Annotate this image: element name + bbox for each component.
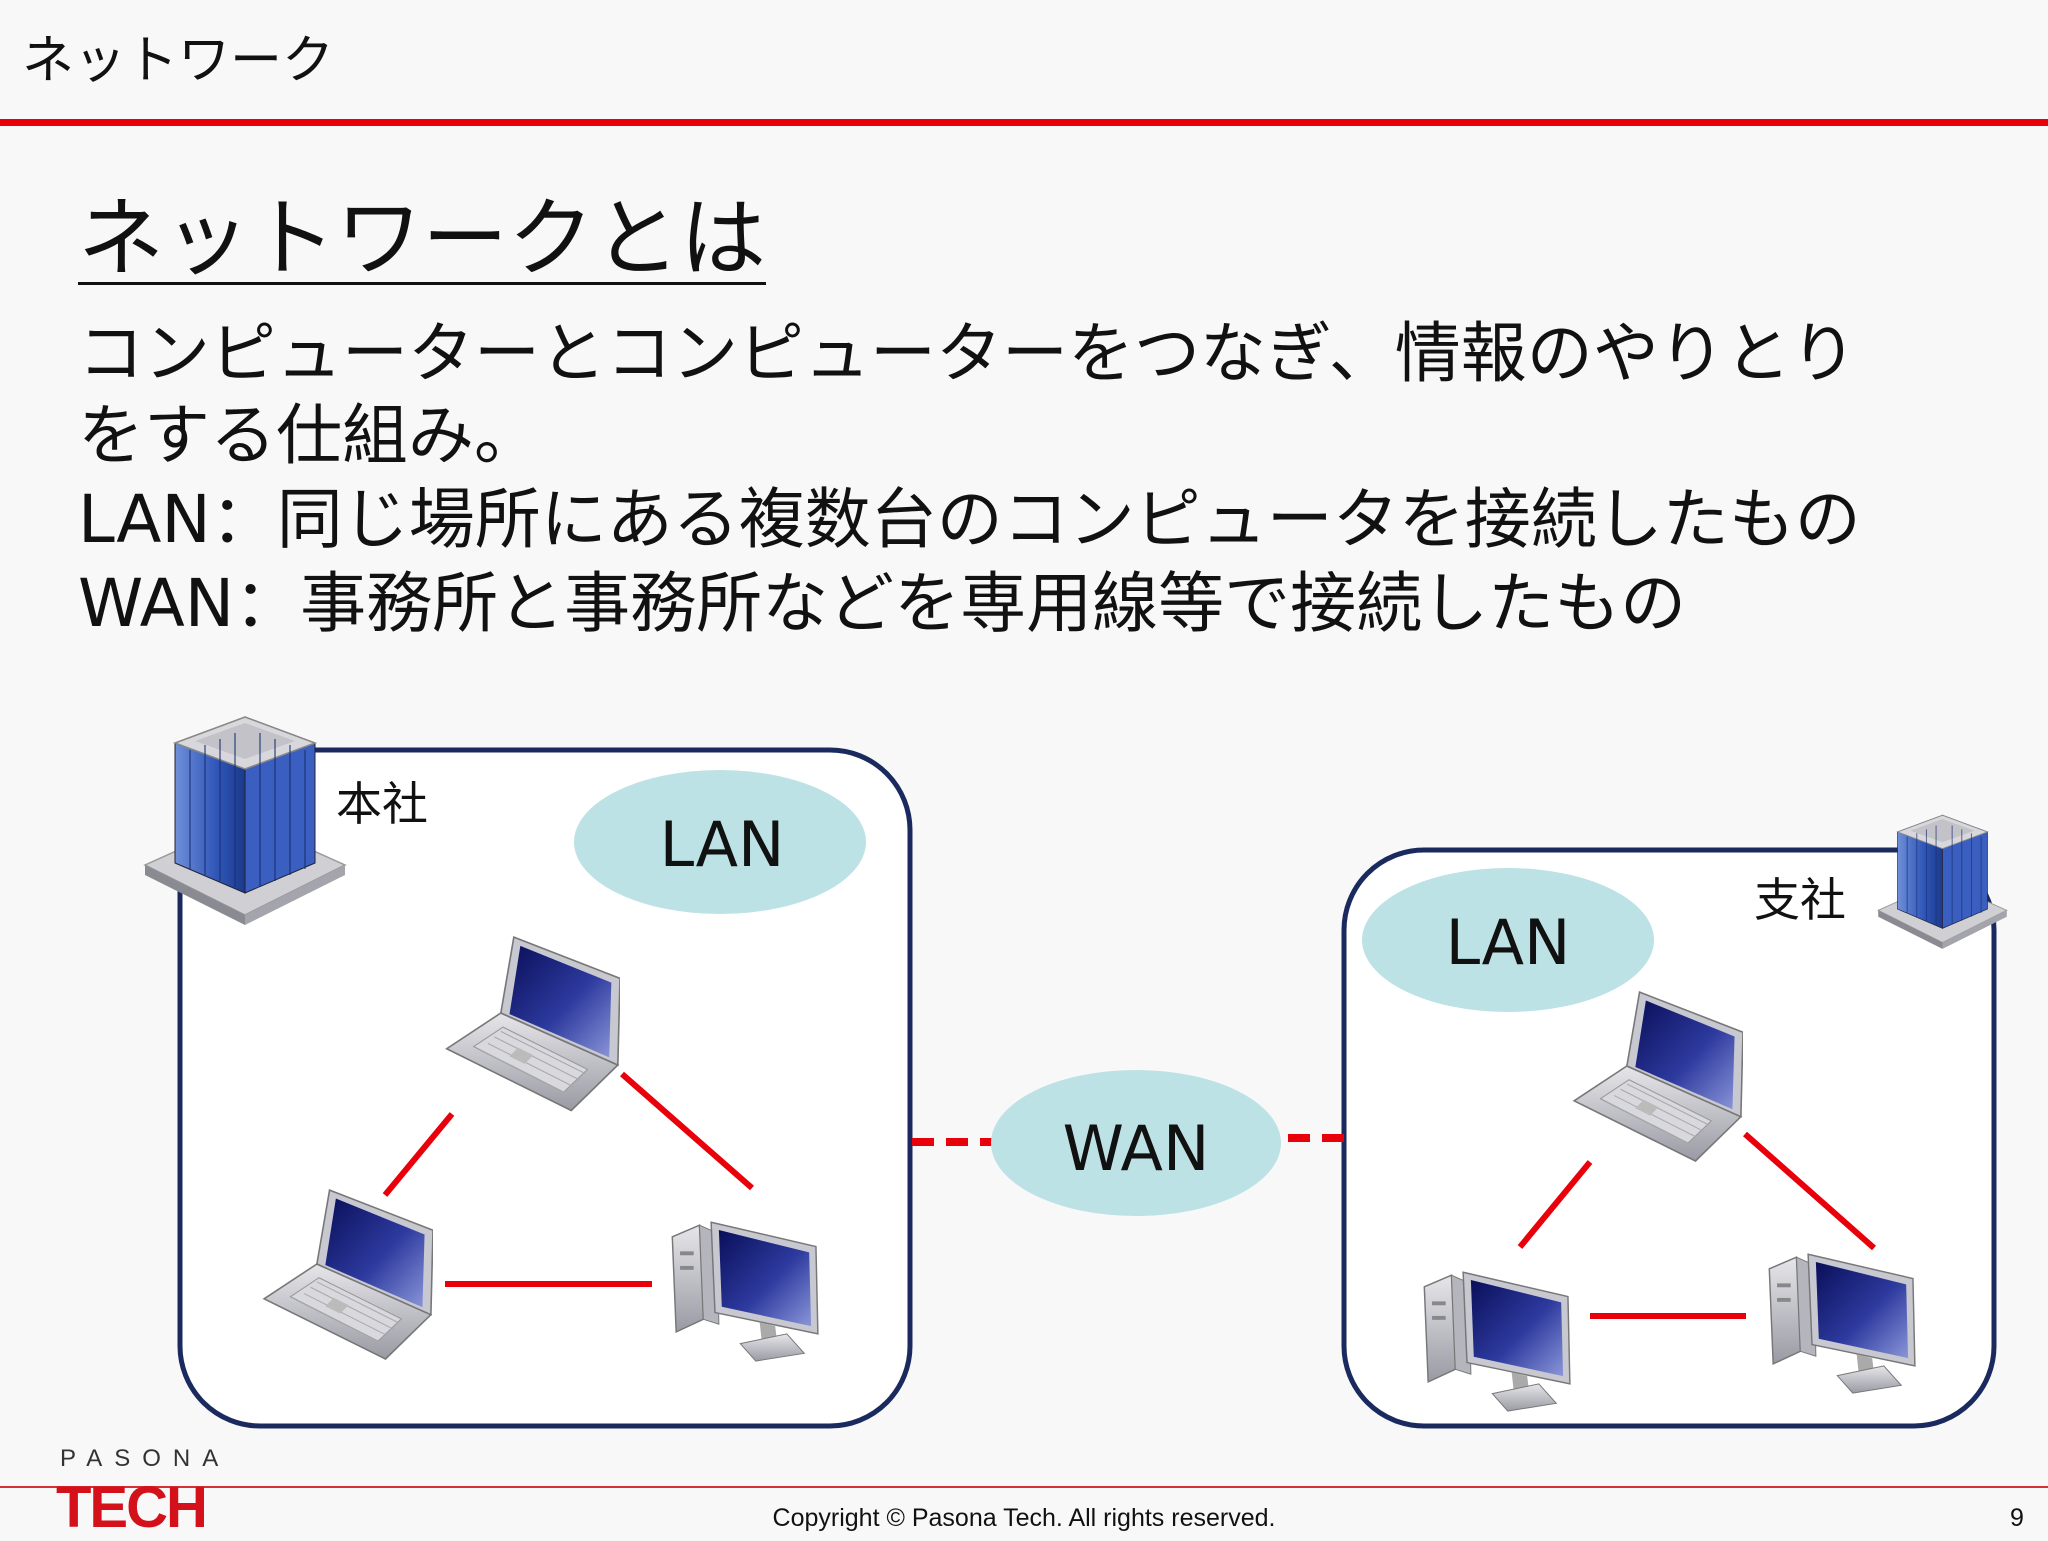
head-lan-link-1 — [382, 1112, 455, 1197]
footer-divider — [0, 1486, 2048, 1488]
wan-ellipse — [991, 1070, 1281, 1216]
footer-logo-pasona: PASONA — [60, 1445, 231, 1472]
footer-copyright: Copyright © Pasona Tech. All rights rese… — [772, 1504, 1276, 1532]
branch-lan-label: LAN — [1446, 906, 1571, 979]
branch-office-label: 支社 — [1754, 873, 1846, 927]
body-line-1: コンピューターとコンピューターをつなぎ、情報のやりとり — [78, 315, 1857, 392]
head-lan-ellipse — [574, 770, 866, 914]
header-title: ネットワーク — [22, 31, 335, 91]
head-lan-label: LAN — [660, 808, 785, 881]
body-line-3: LAN：同じ場所にある複数台のコンピュータを接続したもの — [78, 481, 1861, 558]
wan-label: WAN — [1063, 1112, 1210, 1185]
slide-heading: ネットワークとは — [78, 189, 766, 289]
branch-lan-link-2 — [1743, 1131, 1876, 1251]
branch-lan-link-1 — [1517, 1160, 1593, 1249]
page-number: 9 — [2010, 1504, 2024, 1532]
head-office-label: 本社 — [336, 777, 428, 831]
body-line-4: WAN：事務所と事務所などを専用線等で接続したもの — [78, 565, 1687, 642]
body-line-2: をする仕組み。 — [78, 397, 540, 474]
header-divider — [0, 119, 2048, 126]
branch-lan-ellipse — [1362, 868, 1654, 1012]
head-lan-link-2 — [620, 1071, 754, 1191]
footer-logo-tech: TECH — [56, 1475, 208, 1540]
